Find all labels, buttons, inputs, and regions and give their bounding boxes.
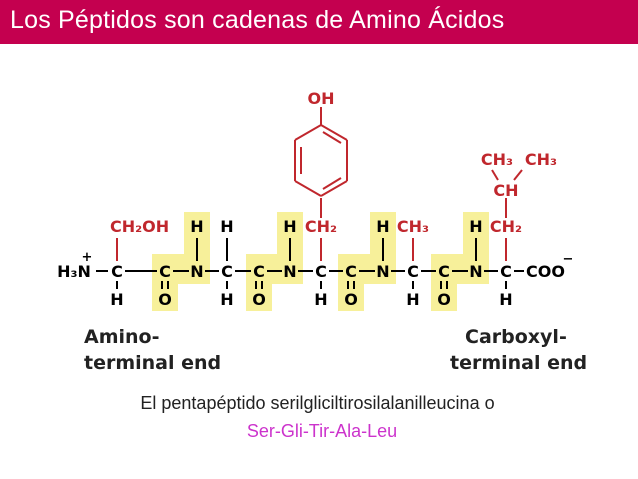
side-chain-group: CH₂ (305, 217, 337, 236)
alpha-carbon: C (221, 262, 233, 281)
carbonyl-carbon: C (159, 262, 171, 281)
carbonyl-carbon: C (345, 262, 357, 281)
alpha-hydrogen: H (110, 290, 123, 309)
alpha-carbon: C (500, 262, 512, 281)
peptide-highlight-low (338, 254, 364, 311)
bond-ring-double (322, 177, 342, 190)
bond-ring (320, 124, 348, 141)
bond-ring (294, 124, 322, 141)
leucine-methyl-2: CH₃ (525, 150, 557, 169)
amide-hydrogen: H (283, 217, 296, 236)
pentapeptide-diagram: H₃N+CHCH₂OHCHHCHCH₂CHCH₃CHCH₂CONHCONHCON… (57, 89, 587, 374)
amide-nitrogen: N (376, 262, 389, 281)
carboxyl-terminal-label-line2: terminal end (450, 352, 587, 374)
alpha-hydrogen: H (499, 290, 512, 309)
c-terminus-charge: − (563, 252, 574, 267)
side-chain-group: H (220, 217, 233, 236)
side-chain-group: CH₂OH (110, 217, 169, 236)
amide-hydrogen: H (469, 217, 482, 236)
amide-nitrogen: N (469, 262, 482, 281)
caption-line-2: Ser-Gli-Tir-Ala-Leu (246, 421, 398, 441)
carbonyl-oxygen: O (437, 290, 451, 309)
slide-title: Los Péptidos son cadenas de Amino Ácidos (10, 6, 505, 34)
bond-ring-double (322, 131, 342, 144)
caption-line-1: El pentapéptido serilgliciltirosilalanil… (140, 393, 495, 413)
side-chain-bonds (116, 107, 523, 261)
amino-terminal-label-line1: Amino- (84, 326, 159, 348)
bond-ring (320, 180, 348, 197)
leucine-methyl-1: CH₃ (481, 150, 513, 169)
amide-nitrogen: N (190, 262, 203, 281)
amino-terminal-label-line2: terminal end (84, 352, 221, 374)
title-banner: Los Péptidos son cadenas de Amino Ácidos (0, 0, 638, 44)
alpha-carbon: C (407, 262, 419, 281)
alpha-hydrogen: H (314, 290, 327, 309)
peptide-highlight-low (246, 254, 272, 311)
leucine-branch: CH (493, 181, 518, 200)
carbonyl-carbon: C (438, 262, 450, 281)
peptide-highlight-low (152, 254, 178, 311)
amide-hydrogen: H (376, 217, 389, 236)
amide-hydrogen: H (190, 217, 203, 236)
bond-leu-methyl-b (513, 169, 523, 181)
side-chain-group: CH₂ (490, 217, 522, 236)
side-chain-group: CH₃ (397, 217, 429, 236)
carbonyl-oxygen: O (252, 290, 266, 309)
alpha-carbon: C (315, 262, 327, 281)
peptide-highlight-low (431, 254, 457, 311)
hydroxyl-group: OH (308, 89, 335, 108)
n-terminus-charge: + (82, 250, 93, 265)
alpha-carbon: C (111, 262, 123, 281)
bond-leu-methyl-a (491, 169, 499, 181)
amide-nitrogen: N (283, 262, 296, 281)
c-terminus-label: COO (526, 262, 565, 281)
carboxyl-terminal-label-line1: Carboxyl- (465, 326, 567, 348)
n-terminus-label: H₃N (57, 262, 91, 281)
alpha-hydrogen: H (220, 290, 233, 309)
carbonyl-oxygen: O (344, 290, 358, 309)
bond-ring (294, 180, 322, 197)
bonds (96, 238, 524, 289)
carbonyl-oxygen: O (158, 290, 172, 309)
carbonyl-carbon: C (253, 262, 265, 281)
alpha-hydrogen: H (406, 290, 419, 309)
